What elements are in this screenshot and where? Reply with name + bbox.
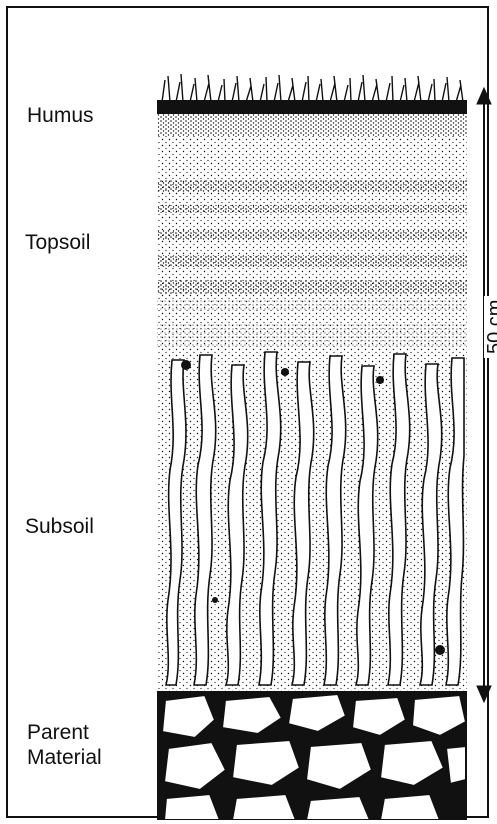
topsoil-layer	[157, 136, 467, 346]
scale-label: 50 cm	[484, 296, 497, 358]
parent-label-line2: Material	[27, 745, 102, 770]
humus-band	[157, 100, 467, 114]
soil-column	[157, 74, 467, 821]
parent-label-line1: Parent	[27, 720, 102, 745]
parent-material-layer	[157, 691, 467, 821]
layer-label-topsoil: Topsoil	[25, 230, 90, 255]
subsoil-layer	[157, 346, 467, 691]
grass-surface	[162, 74, 463, 102]
scale-arrow	[477, 88, 491, 702]
layer-label-parent-material: Parent Material	[27, 720, 102, 770]
layer-label-humus: Humus	[27, 103, 94, 128]
humus-transition	[157, 114, 467, 136]
layer-label-subsoil: Subsoil	[25, 514, 94, 539]
